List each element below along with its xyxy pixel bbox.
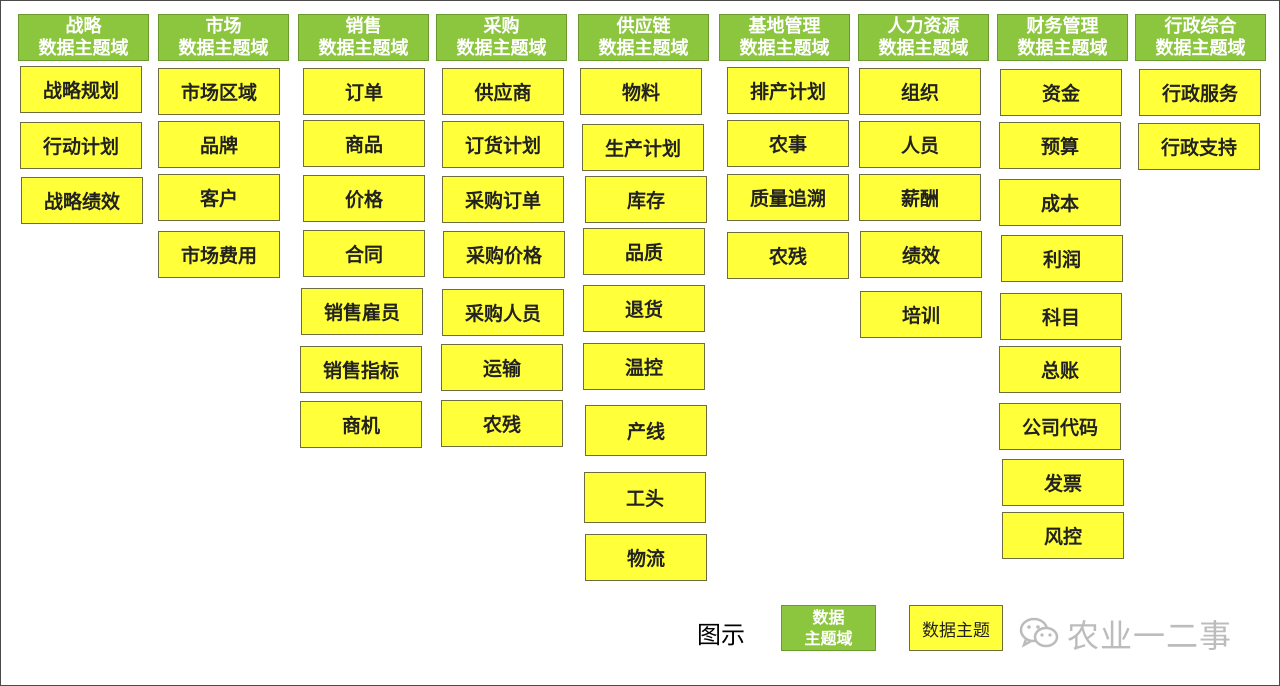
domain-header-7: 人力资源数据主题域: [858, 14, 989, 61]
topic-box: 生产计划: [582, 124, 704, 171]
topic-box: 商机: [300, 401, 422, 448]
legend-domain-line2: 主题域: [804, 629, 853, 648]
domain-subtitle: 数据主题域: [178, 37, 269, 59]
topic-box: 订单: [303, 68, 425, 115]
topic-box: 行动计划: [20, 122, 142, 169]
topic-box: 薪酬: [859, 174, 981, 221]
topic-box: 预算: [999, 122, 1121, 169]
domain-title: 战略: [65, 15, 102, 37]
topic-box: 战略规划: [20, 66, 142, 113]
domain-header-8: 财务管理数据主题域: [997, 14, 1128, 61]
topic-box: 订货计划: [442, 121, 564, 168]
domain-header-2: 市场数据主题域: [158, 14, 289, 61]
topic-box: 农事: [727, 120, 849, 167]
domain-subtitle: 数据主题域: [318, 37, 409, 59]
topic-box: 价格: [303, 175, 425, 222]
topic-box: 供应商: [442, 68, 564, 115]
watermark-text: 农业一二事: [1067, 617, 1233, 655]
domain-title: 采购: [483, 15, 520, 37]
topic-box: 战略绩效: [21, 177, 143, 224]
domain-header-9: 行政综合数据主题域: [1135, 14, 1266, 61]
domain-subtitle: 数据主题域: [456, 37, 547, 59]
domain-subtitle: 数据主题域: [1017, 37, 1108, 59]
topic-box: 产线: [585, 405, 707, 456]
domain-subtitle: 数据主题域: [878, 37, 969, 59]
topic-box: 物料: [580, 68, 702, 115]
topic-box: 市场区域: [158, 68, 280, 115]
legend-domain-box: 数据 主题域: [781, 605, 876, 651]
topic-box: 排产计划: [727, 67, 849, 114]
domain-header-3: 销售数据主题域: [298, 14, 429, 61]
topic-box: 客户: [158, 174, 280, 221]
topic-box: 退货: [583, 285, 705, 332]
domain-subtitle: 数据主题域: [38, 37, 129, 59]
topic-box: 市场费用: [158, 231, 280, 278]
topic-box: 品质: [583, 228, 705, 275]
domain-title: 财务管理: [1026, 15, 1099, 37]
topic-box: 组织: [859, 68, 981, 115]
domain-subtitle: 数据主题域: [739, 37, 830, 59]
topic-box: 资金: [1000, 69, 1122, 116]
topic-box: 行政支持: [1138, 123, 1260, 170]
topic-box: 利润: [1001, 235, 1123, 282]
watermark: 农业一二事: [1019, 611, 1232, 657]
domain-title: 市场: [205, 15, 242, 37]
domain-header-4: 采购数据主题域: [436, 14, 567, 61]
domain-header-6: 基地管理数据主题域: [719, 14, 850, 61]
topic-box: 品牌: [158, 121, 280, 168]
topic-box: 农残: [727, 232, 849, 279]
topic-box: 行政服务: [1139, 69, 1261, 116]
topic-box: 培训: [860, 291, 982, 338]
domain-title: 行政综合: [1164, 15, 1237, 37]
legend-topic-box: 数据主题: [909, 605, 1003, 651]
topic-box: 科目: [1000, 293, 1122, 340]
topic-box: 温控: [583, 343, 705, 390]
domain-title: 基地管理: [748, 15, 821, 37]
topic-box: 商品: [303, 120, 425, 167]
domain-title: 人力资源: [887, 15, 960, 37]
domain-header-5: 供应链数据主题域: [578, 14, 709, 61]
topic-box: 销售指标: [300, 346, 422, 393]
wechat-icon: [1019, 617, 1059, 648]
topic-box: 发票: [1002, 459, 1124, 506]
legend-domain-line1: 数据: [812, 608, 845, 627]
topic-box: 采购价格: [443, 231, 565, 278]
topic-box: 农残: [441, 400, 563, 447]
legend-label: 图示: [697, 621, 745, 649]
topic-box: 采购订单: [442, 176, 564, 223]
topic-box: 库存: [585, 176, 707, 223]
domain-title: 供应链: [616, 15, 671, 37]
topic-box: 运输: [441, 344, 563, 391]
topic-box: 人员: [859, 121, 981, 168]
domain-subtitle: 数据主题域: [1155, 37, 1246, 59]
topic-box: 采购人员: [442, 289, 564, 336]
topic-box: 物流: [585, 534, 707, 581]
topic-box: 成本: [999, 179, 1121, 226]
topic-box: 风控: [1002, 512, 1124, 559]
topic-box: 绩效: [860, 231, 982, 278]
topic-box: 销售雇员: [301, 288, 423, 335]
domain-title: 销售: [345, 15, 382, 37]
topic-box: 合同: [303, 230, 425, 277]
topic-box: 工头: [584, 472, 706, 523]
topic-box: 质量追溯: [727, 174, 849, 221]
topic-box: 公司代码: [999, 403, 1121, 450]
domain-subtitle: 数据主题域: [598, 37, 689, 59]
topic-box: 总账: [999, 346, 1121, 393]
domain-header-1: 战略数据主题域: [18, 14, 149, 61]
